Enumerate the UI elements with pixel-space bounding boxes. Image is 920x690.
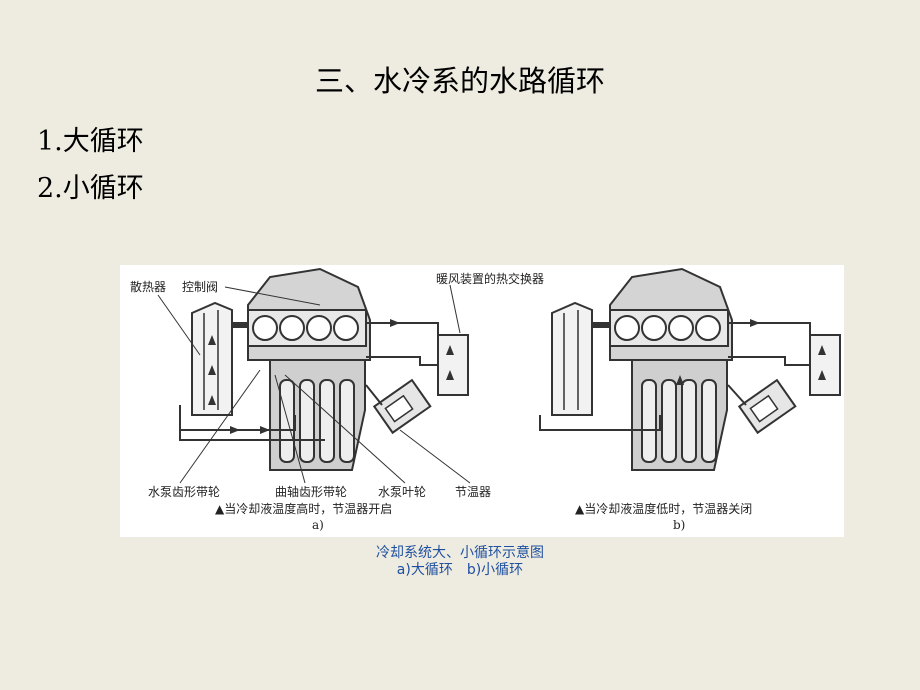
- cooling-system-figure: 散热器 控制阀 暖风装置的热交换器 水泵齿形带轮 曲轴齿形带轮 水泵叶轮 节温器…: [120, 265, 844, 537]
- list-item-text: 大循环: [63, 126, 144, 157]
- list-item-small-cycle: 2.小循环: [37, 166, 144, 205]
- figure-caption-title: 冷却系统大、小循环示意图: [0, 545, 920, 561]
- panel-b-drawing: [540, 269, 840, 470]
- label-pump-gear-belt: 水泵齿形带轮: [148, 485, 220, 499]
- panel-b-tag: b): [673, 518, 685, 532]
- panel-a-note: ▲当冷却液温度高时，节温器开启: [215, 501, 392, 516]
- label-pump-impeller: 水泵叶轮: [378, 485, 426, 499]
- panel-b-note: ▲当冷却液温度低时，节温器关闭: [575, 501, 752, 516]
- panel-a-drawing: [158, 269, 470, 483]
- label-radiator: 散热器: [130, 279, 166, 294]
- cooling-system-diagram: 散热器 控制阀 暖风装置的热交换器 水泵齿形带轮 曲轴齿形带轮 水泵叶轮 节温器…: [120, 265, 844, 537]
- label-thermostat: 节温器: [455, 485, 491, 499]
- list-item-number: 2.: [37, 173, 63, 204]
- list-item-text: 小循环: [63, 173, 144, 204]
- label-heater-exchanger: 暖风装置的热交换器: [436, 271, 544, 286]
- slide-title: 三、水冷系的水路循环: [0, 58, 920, 100]
- label-crank-gear-belt: 曲轴齿形带轮: [275, 484, 347, 499]
- figure-caption-subtitle: a)大循环 b)小循环: [0, 562, 920, 578]
- panel-a-tag: a): [312, 518, 324, 532]
- label-control-valve: 控制阀: [182, 280, 218, 294]
- list-item-number: 1.: [37, 126, 63, 157]
- list-item-big-cycle: 1.大循环: [37, 119, 144, 158]
